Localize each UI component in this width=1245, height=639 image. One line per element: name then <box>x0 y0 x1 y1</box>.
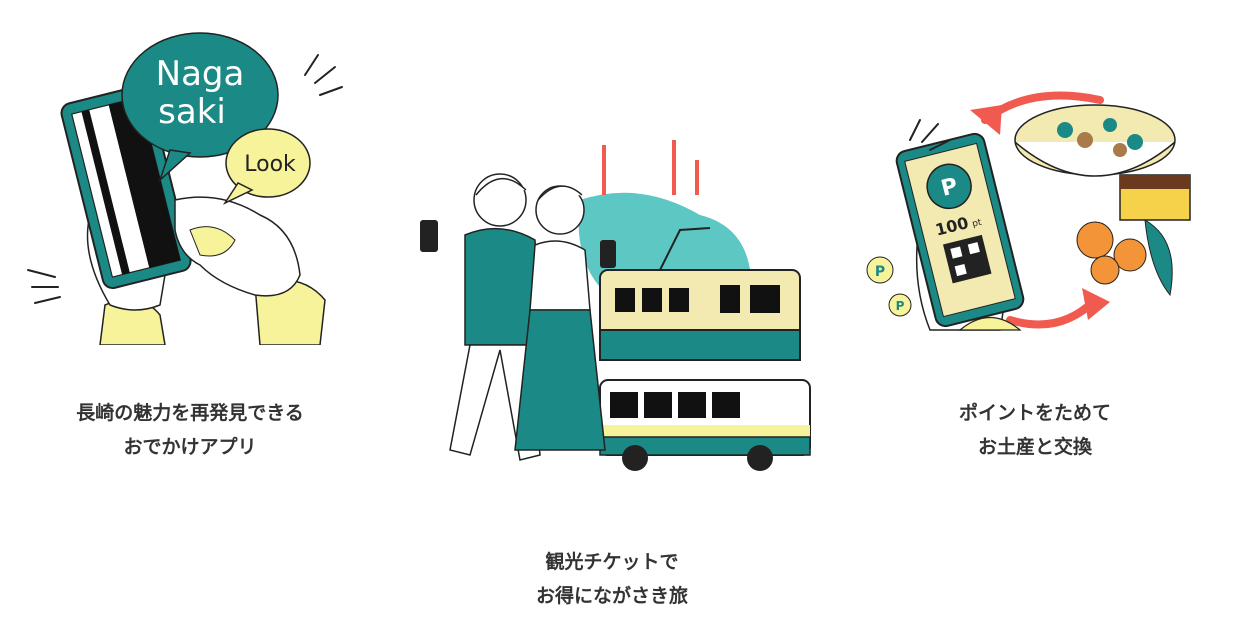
caption-line: おでかけアプリ <box>123 436 257 458</box>
feature-caption: 観光チケットで お得にながさき旅 <box>462 545 762 613</box>
feature-caption: ポイントをためて お土産と交換 <box>915 396 1155 464</box>
point-coin: P <box>875 264 885 280</box>
phone-point-badge: P <box>939 174 961 202</box>
caption-line: ポイントをためて <box>958 402 1111 424</box>
feature-caption: 長崎の魅力を再発見できる おでかけアプリ <box>40 396 340 464</box>
caption-line: 長崎の魅力を再発見できる <box>76 402 304 424</box>
tourists-tram-bus-icon <box>410 140 830 485</box>
points-exchange-icon: P 100 pt P P <box>850 80 1230 340</box>
small-bubble-text: Look <box>244 152 296 177</box>
caption-line: お土産と交換 <box>977 436 1092 458</box>
caption-line: 観光チケットで <box>545 551 679 573</box>
points-unit: pt <box>971 218 983 230</box>
caption-line: お得にながさき旅 <box>535 585 688 607</box>
bubble-text-line2: saki <box>158 92 226 132</box>
point-coin: P <box>896 299 905 313</box>
smartphone-hand-icon: Naga saki Look <box>20 15 350 346</box>
bubble-text-line1: Naga <box>156 54 245 94</box>
